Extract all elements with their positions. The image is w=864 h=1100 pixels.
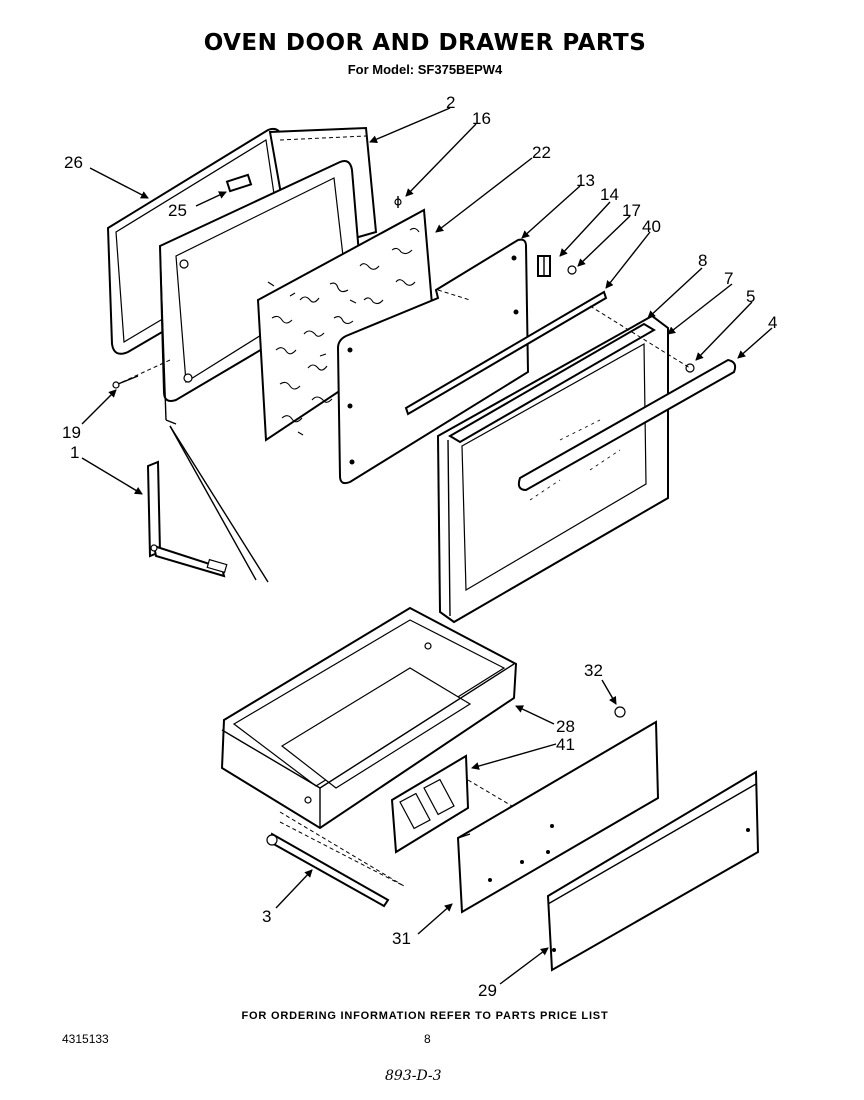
handwritten-code: 893-D-3 xyxy=(385,1068,442,1084)
part-5-screw xyxy=(685,363,695,373)
callout-28: 28 xyxy=(556,717,575,736)
callout-17: 17 xyxy=(622,201,641,220)
callout-32: 32 xyxy=(584,661,603,680)
callout-8: 8 xyxy=(698,251,707,270)
callout-22: 22 xyxy=(532,143,551,162)
part-19-screw xyxy=(112,375,139,389)
part-4-door-handle xyxy=(517,358,737,492)
part-31-drawer-panel xyxy=(456,720,660,914)
callout-41: 41 xyxy=(556,735,575,754)
callout-19: 19 xyxy=(62,423,81,442)
part-3-slide-rail xyxy=(266,821,405,908)
part-16-screw xyxy=(394,196,402,208)
callout-1: 1 xyxy=(70,443,79,462)
assembly-guide-lines xyxy=(117,289,691,887)
callout-5: 5 xyxy=(746,287,755,306)
callout-40: 40 xyxy=(642,217,661,236)
page-title: OVEN DOOR AND DRAWER PARTS xyxy=(203,30,647,56)
part-41-bracket-plate xyxy=(390,754,470,854)
callout-2: 2 xyxy=(446,93,455,112)
callout-25: 25 xyxy=(168,201,187,220)
part-28-drawer xyxy=(220,606,518,830)
document-number: 4315133 xyxy=(62,1032,109,1046)
model-subtitle: For Model: SF375BEPW4 xyxy=(347,62,503,77)
part-40-vent-strip xyxy=(404,290,608,416)
callout-29: 29 xyxy=(478,981,497,1000)
part-32-screw xyxy=(614,706,626,718)
callout-13: 13 xyxy=(576,171,595,190)
callout-4: 4 xyxy=(768,313,777,332)
callout-3: 3 xyxy=(262,907,271,926)
part-17-nut xyxy=(567,265,577,275)
part-14-clip xyxy=(537,255,551,277)
callout-31: 31 xyxy=(392,929,411,948)
part-29-drawer-front xyxy=(546,770,760,972)
callout-7: 7 xyxy=(724,269,733,288)
callout-26: 26 xyxy=(64,153,83,172)
callout-14: 14 xyxy=(600,185,619,204)
part-13-inner-panel xyxy=(336,238,530,485)
part-1-hinge xyxy=(146,460,228,578)
page-number: 8 xyxy=(424,1032,431,1046)
leader-arrows xyxy=(81,107,773,985)
ordering-info-note: FOR ORDERING INFORMATION REFER TO PARTS … xyxy=(241,1010,609,1022)
part-25-bracket xyxy=(225,173,253,193)
callout-16: 16 xyxy=(472,109,491,128)
